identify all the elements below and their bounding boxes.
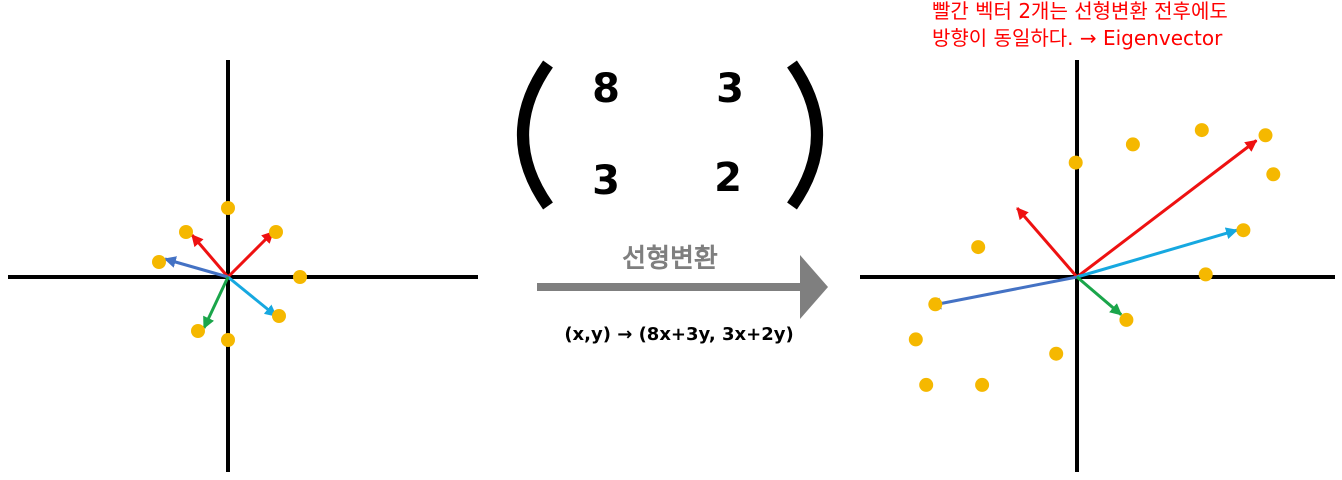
after-points bbox=[908, 123, 1281, 392]
after-point-9 bbox=[928, 297, 943, 312]
eigenvector-note-line1: 빨간 벡터 2개는 선형변환 전후에도 bbox=[932, 0, 1228, 23]
before-point-3 bbox=[152, 255, 166, 269]
after-point-12 bbox=[919, 377, 934, 392]
before-point-1 bbox=[269, 225, 283, 239]
after-point-2 bbox=[1194, 123, 1209, 138]
after-vector-red-0 bbox=[1076, 139, 1258, 279]
after-vector-red-1 bbox=[1016, 207, 1079, 278]
before-point-4 bbox=[293, 270, 307, 284]
matrix-d: 2 bbox=[714, 155, 742, 201]
after-plot bbox=[860, 60, 1335, 472]
before-point-2 bbox=[179, 225, 193, 239]
before-vectors bbox=[163, 230, 277, 330]
matrix-left-paren bbox=[517, 60, 553, 210]
transform-title: 선형변환 bbox=[622, 244, 718, 274]
before-vector-cyan-3 bbox=[227, 275, 277, 318]
transform-arrow-shaft bbox=[537, 283, 805, 291]
before-vector-red-0 bbox=[226, 230, 275, 279]
after-point-0 bbox=[1068, 155, 1083, 170]
transform-arrow: 선형변환 (x,y) → (8x+3y, 3x+2y) bbox=[537, 244, 828, 345]
before-plot bbox=[8, 60, 478, 472]
before-points bbox=[152, 201, 307, 347]
after-point-3 bbox=[1258, 128, 1273, 143]
matrix-b: 3 bbox=[716, 66, 744, 112]
after-vectors bbox=[928, 139, 1258, 316]
after-point-1 bbox=[1125, 137, 1140, 152]
before-vector-red-1 bbox=[190, 234, 230, 278]
after-point-6 bbox=[971, 240, 986, 255]
matrix-c: 3 bbox=[592, 158, 620, 204]
after-point-8 bbox=[1119, 312, 1134, 327]
transform-formula: (x,y) → (8x+3y, 3x+2y) bbox=[564, 324, 793, 345]
before-point-6 bbox=[191, 324, 205, 338]
after-vector-green-4 bbox=[1076, 275, 1123, 316]
after-point-13 bbox=[975, 377, 990, 392]
before-vector-green-4 bbox=[202, 276, 230, 330]
after-point-5 bbox=[1236, 223, 1251, 238]
before-point-5 bbox=[272, 309, 286, 323]
eigenvector-note-line2: 방향이 동일하다. → Eigenvector bbox=[932, 26, 1223, 50]
matrix-a: 8 bbox=[592, 66, 620, 112]
transform-arrow-head bbox=[800, 255, 828, 319]
before-vector-blue-2 bbox=[163, 256, 229, 279]
after-point-10 bbox=[908, 332, 923, 347]
before-point-7 bbox=[221, 333, 235, 347]
after-vector-blue-2 bbox=[928, 275, 1078, 310]
after-point-7 bbox=[1198, 267, 1213, 282]
after-vector-cyan-3 bbox=[1076, 227, 1239, 279]
matrix-right-paren bbox=[787, 60, 823, 210]
before-point-0 bbox=[221, 201, 235, 215]
after-point-11 bbox=[1049, 346, 1064, 361]
matrix: 8 3 3 2 bbox=[517, 60, 823, 210]
after-point-4 bbox=[1266, 167, 1281, 182]
